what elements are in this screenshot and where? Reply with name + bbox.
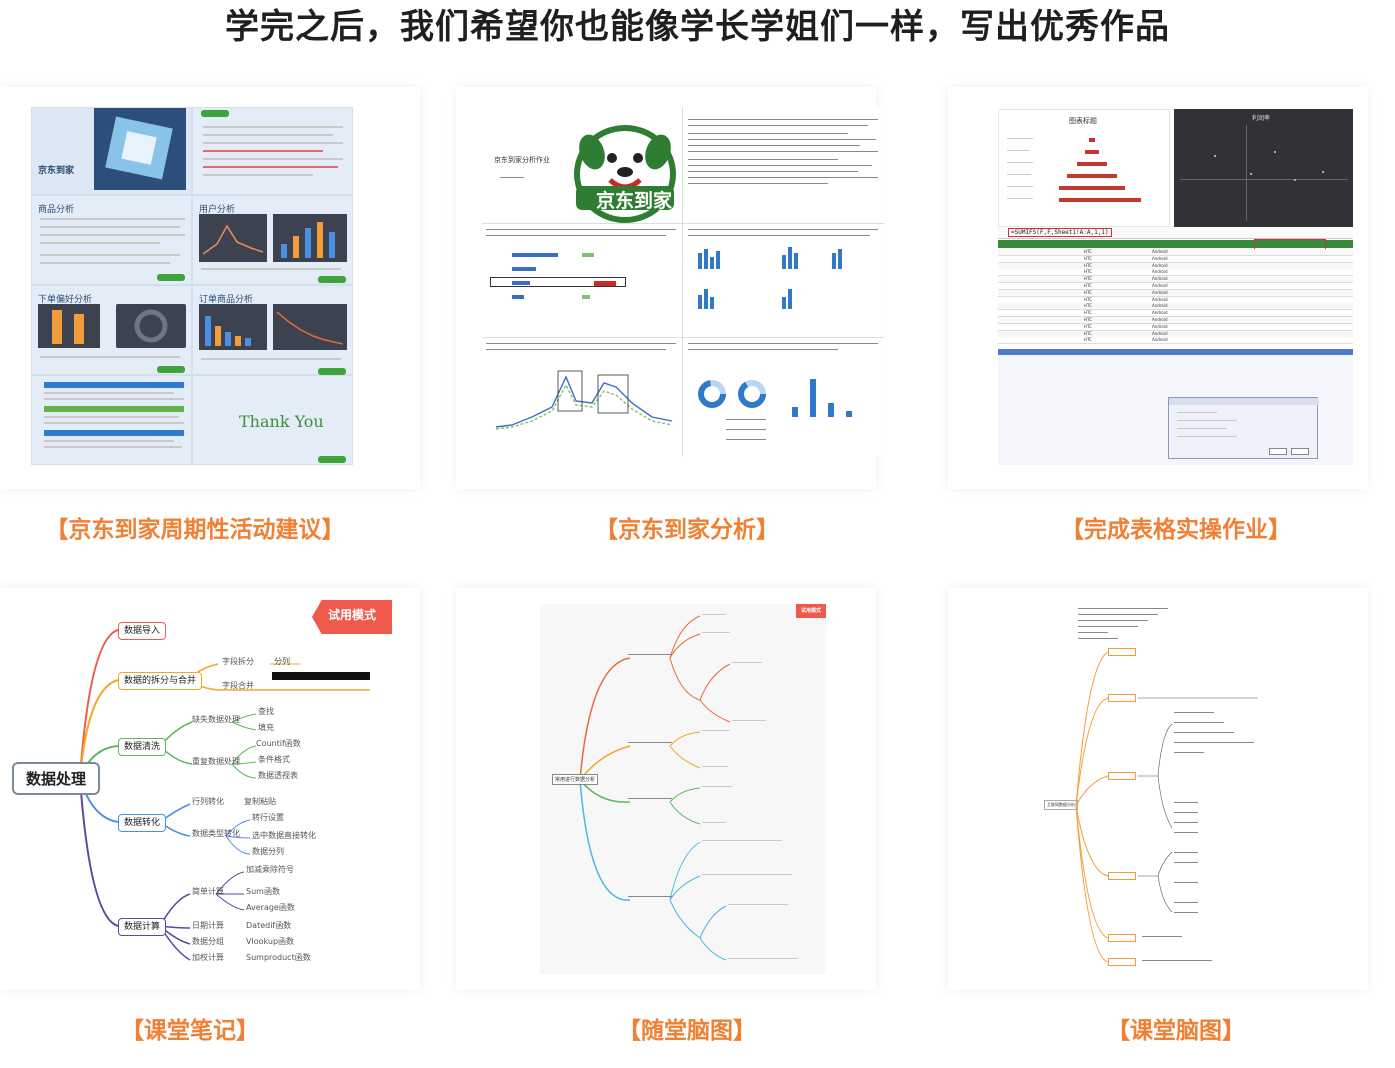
brand-tag bbox=[201, 110, 229, 117]
mindmap-leaf: 数据分列 bbox=[252, 847, 284, 856]
mindmap-leaf: 重复数据处理 bbox=[192, 757, 240, 766]
mindmap-leaf: 行列转化 bbox=[192, 797, 224, 806]
card-thumbnail[interactable]: 京东到家 京东到家分析作业 bbox=[482, 107, 884, 457]
mindmap-leaf: 数据类型转化 bbox=[192, 829, 240, 838]
mindmap-leaf: Sumproduct函数 bbox=[246, 953, 311, 962]
works-card[interactable]: 图表标题 利润率 =SUMIFS(F,F,Shee bbox=[948, 87, 1368, 543]
chart2-title: 利润率 bbox=[1252, 115, 1271, 122]
formula-input[interactable]: =SUMIFS(F,F,Sheet1!A:A,1,1) bbox=[1008, 228, 1112, 237]
dog-mascot-logo-icon bbox=[574, 125, 676, 223]
mindmap-leaf: 条件格式 bbox=[258, 755, 290, 764]
card-thumbnail[interactable]: 试用模式 常用进行数据分析 bbox=[540, 604, 826, 974]
works-card[interactable]: 试用模式 bbox=[0, 588, 420, 1044]
trial-mode-badge: 试用模式 bbox=[796, 604, 826, 618]
mindmap-leaf: 查找 bbox=[258, 707, 274, 716]
mindmap-leaf: Datedif函数 bbox=[246, 921, 292, 930]
works-card[interactable]: 京东到家 商品分析 用户分析 bbox=[0, 87, 420, 543]
card-caption[interactable]: 【随堂脑图】 bbox=[618, 1018, 756, 1044]
slide-title: 商品分析 bbox=[38, 205, 75, 215]
mindmap-root: 互联网数据分析 bbox=[1044, 800, 1078, 810]
doc-title: 京东到家分析作业 bbox=[494, 156, 550, 164]
page-title: 学完之后，我们希望你也能像学长学姐们一样，写出优秀作品 bbox=[225, 7, 1170, 47]
line-chart-icon bbox=[495, 370, 673, 430]
card-thumbnail[interactable]: 京东到家 商品分析 用户分析 bbox=[31, 107, 353, 465]
mindmap-branch: 数据计算 bbox=[118, 918, 167, 936]
mindmap-leaf: Countif函数 bbox=[256, 739, 301, 748]
mindmap-leaf: 数据透视表 bbox=[258, 771, 298, 780]
works-card[interactable]: 试用模式 常用进行数据分析 bbox=[456, 588, 876, 1044]
mindmap-leaf: 转行设置 bbox=[252, 813, 284, 822]
mindmap-root: 数据处理 bbox=[12, 762, 101, 795]
slide-title: 用户分析 bbox=[199, 205, 236, 215]
mindmap-leaf: 填充 bbox=[258, 723, 274, 732]
card-caption[interactable]: 【京东到家分析】 bbox=[595, 517, 779, 543]
mindmap-leaf: Sum函数 bbox=[246, 887, 280, 896]
thank-you-text: Thank You bbox=[239, 412, 324, 431]
chart-title: 图表标题 bbox=[1069, 117, 1097, 125]
card-thumbnail[interactable]: 试用模式 bbox=[0, 598, 400, 978]
card-caption[interactable]: 【完成表格实操作业】 bbox=[1061, 517, 1291, 543]
slide-title: 下单偏好分析 bbox=[38, 295, 93, 305]
slide-title: 京东到家 bbox=[38, 166, 75, 176]
mindmap-leaf: Average函数 bbox=[246, 903, 295, 912]
mindmap-branch: 数据清洗 bbox=[118, 738, 167, 756]
mindmap-leaf: 加减乘除符号 bbox=[246, 865, 294, 874]
mindmap-branch: 数据转化 bbox=[118, 814, 167, 832]
mindmap-leaf: 日期计算 bbox=[192, 921, 224, 930]
mindmap-root: 常用进行数据分析 bbox=[552, 774, 599, 785]
card-caption[interactable]: 【课堂笔记】 bbox=[121, 1018, 259, 1044]
works-card[interactable]: 互联网数据分析 【课堂脑图】 bbox=[948, 588, 1368, 1044]
logo-text: 京东到家 bbox=[596, 190, 673, 212]
mindmap-leaf: 字段拆分 bbox=[222, 657, 254, 666]
mindmap-leaf: 分列 bbox=[274, 657, 290, 666]
mindmap-leaf: 简单计算 bbox=[192, 887, 224, 896]
mindmap-leaf: 缺失数据处理 bbox=[192, 715, 240, 724]
mindmap-leaf: Vlookup函数 bbox=[246, 937, 295, 946]
mindmap-branch: 数据的拆分与合并 bbox=[118, 672, 203, 690]
card-caption[interactable]: 【京东到家周期性活动建议】 bbox=[45, 517, 345, 543]
mindmap-connectors-icon bbox=[579, 615, 731, 961]
mindmap-leaf: 数据分组 bbox=[192, 937, 224, 946]
works-card[interactable]: 京东到家 京东到家分析作业 bbox=[456, 87, 884, 543]
card-thumbnail[interactable]: 图表标题 利润率 =SUMIFS(F,F,Shee bbox=[998, 109, 1353, 465]
slide-title: 订单商品分析 bbox=[199, 295, 254, 305]
mindmap-connectors-icon bbox=[1075, 651, 1258, 963]
card-caption[interactable]: 【课堂脑图】 bbox=[1107, 1018, 1245, 1044]
mindmap-leaf: 复制粘贴 bbox=[244, 797, 276, 806]
card-thumbnail[interactable]: 互联网数据分析 bbox=[1038, 602, 1268, 972]
mindmap-leaf: 字段合并 bbox=[222, 681, 254, 690]
mindmap-leaf: 选中数据直接转化 bbox=[252, 831, 316, 840]
mindmap-leaf: 加权计算 bbox=[192, 953, 224, 962]
trial-mode-badge: 试用模式 bbox=[312, 600, 392, 634]
mindmap-branch: 数据导入 bbox=[118, 622, 167, 640]
